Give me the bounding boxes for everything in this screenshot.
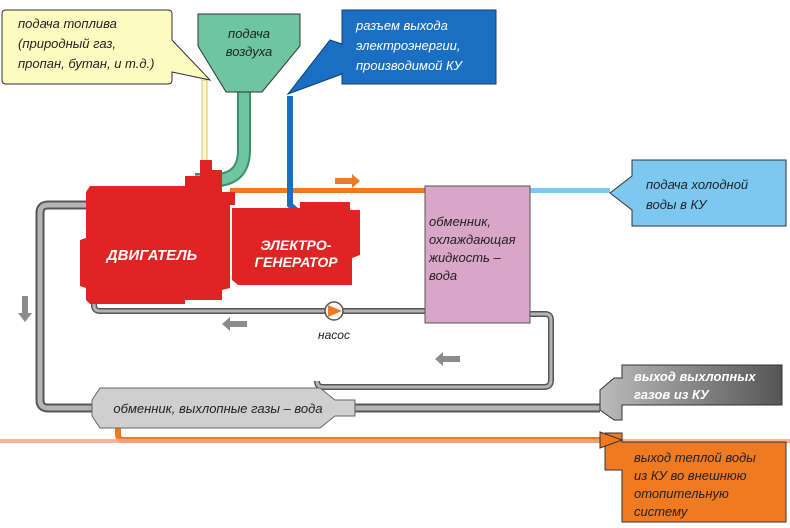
hot-water-label-4: систему (634, 504, 689, 519)
generator-label-1: ЭЛЕКТРО- (261, 237, 332, 253)
exhaust-out-label-2: газов из КУ (634, 387, 710, 402)
exhaust-pipe-loop (35, 200, 92, 413)
fuel-label-1: подача топлива (18, 16, 117, 31)
air-label-1: подача (228, 26, 270, 41)
power-label-1: разъем выхода (355, 18, 448, 33)
coolant-exchanger-label-1: обменник, (429, 214, 491, 229)
cold-water-label-1: подача холодной (646, 177, 748, 192)
coolant-exchanger-label-3: жидкость – (428, 250, 502, 265)
flow-arrow-left-icon (222, 317, 247, 331)
hot-water-arrow-icon (599, 431, 624, 449)
pump-label: насос (318, 328, 350, 342)
hot-water-label-3: отопительную (634, 486, 729, 501)
power-cable (287, 96, 307, 221)
coolant-return-pipe (314, 311, 554, 390)
engine-block (80, 160, 235, 304)
coolant-exchanger-label-4: вода (429, 268, 457, 283)
power-callout (286, 9, 497, 96)
cold-water-label-2: воды в КУ (646, 197, 708, 212)
cold-water-callout (609, 159, 787, 227)
exhaust-exchanger-label: обменник, выхлопные газы – вода (113, 401, 322, 416)
fuel-label-2: (природный газ, (18, 36, 116, 51)
fuel-callout (1, 9, 212, 85)
power-label-3: производимой КУ (356, 58, 464, 73)
hot-water-label-2: из КУ во внешнюю (634, 468, 747, 483)
generator-block (232, 202, 360, 285)
flow-arrow-right-icon (335, 174, 360, 188)
power-label-2: электроэнергии, (356, 38, 460, 53)
hot-coolant-pipe (230, 188, 425, 193)
exhaust-out-label-1: выход выхлопных (634, 369, 756, 384)
cold-water-pipe (530, 188, 610, 193)
hot-water-label-1: выход теплой воды (634, 450, 756, 465)
coolant-exchanger-label-2: охлаждающая (429, 232, 516, 247)
generator-label-2: ГЕНЕРАТОР (254, 254, 338, 270)
flow-arrow-left-icon-2 (435, 352, 460, 366)
air-label-2: воздуха (226, 44, 273, 59)
fuel-label-3: пропан, бутан, и т.д.) (18, 56, 154, 71)
hot-water-callout (604, 432, 787, 523)
coolant-exchanger (424, 185, 531, 324)
exhaust-out-callout (599, 364, 783, 421)
engine-label: ДВИГАТЕЛЬ (105, 247, 198, 264)
exhaust-exchanger (91, 387, 356, 429)
fuel-pipe (201, 79, 208, 169)
air-funnel (197, 13, 301, 93)
flow-arrow-down-icon (18, 296, 32, 322)
